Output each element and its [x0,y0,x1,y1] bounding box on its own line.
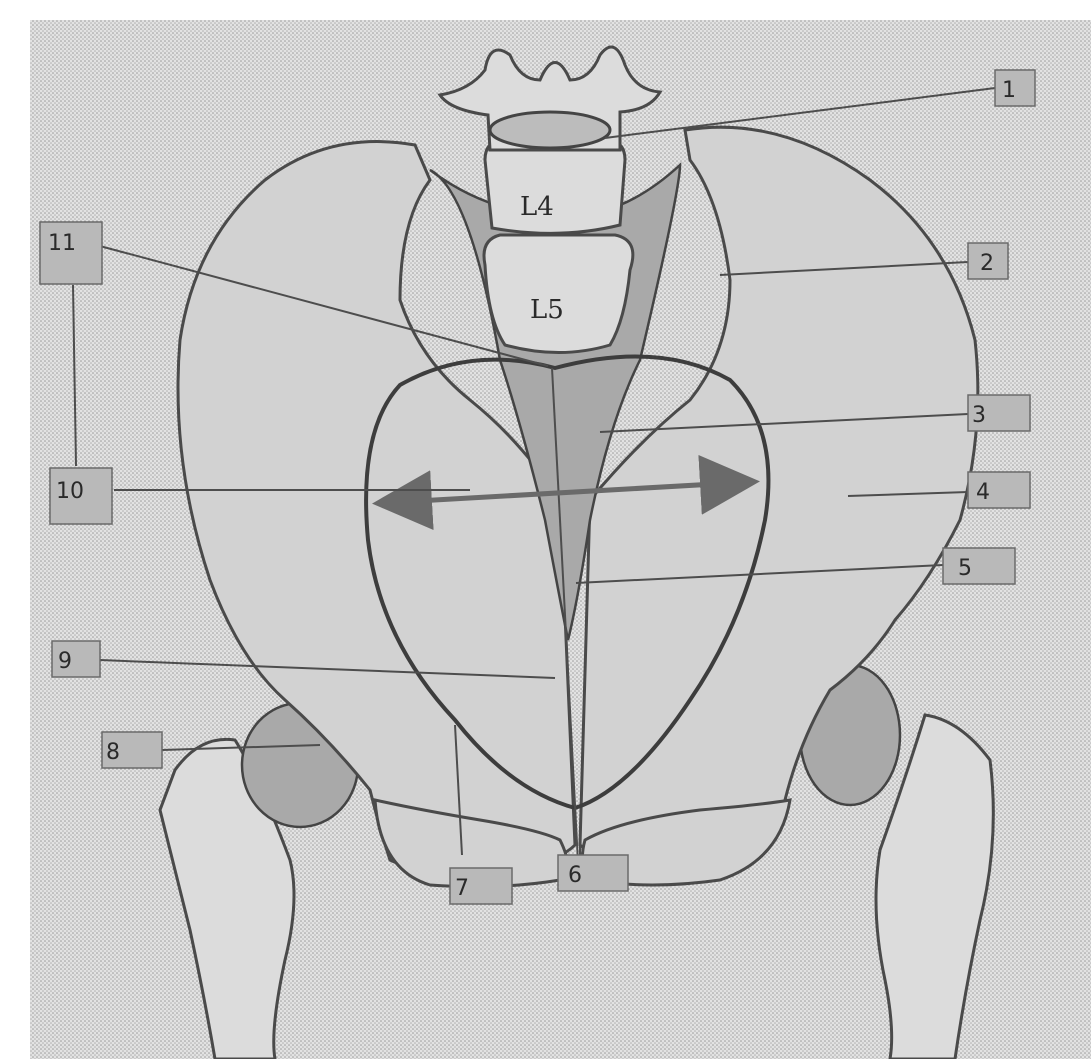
svg-text:2: 2 [980,251,994,276]
vertebral-body-top [490,112,610,148]
label-7: 7 [450,868,512,904]
svg-text:9: 9 [58,649,72,674]
l4-vertebra [485,140,625,233]
l4-label: L4 [520,192,554,222]
svg-text:3: 3 [972,403,986,428]
l5-label: L5 [530,295,564,325]
svg-text:6: 6 [568,863,582,888]
l5-vertebra [484,235,633,353]
label-6: 6 [558,855,628,891]
svg-text:8: 8 [106,740,120,765]
svg-text:10: 10 [56,479,84,504]
svg-text:7: 7 [455,876,469,901]
svg-text:11: 11 [48,231,76,256]
label-2: 2 [968,243,1008,279]
label-9: 9 [52,641,100,677]
svg-text:5: 5 [958,556,972,581]
label-10: 10 [50,468,112,524]
label-11: 11 [40,222,102,284]
label-5: 5 [943,548,1015,584]
svg-text:1: 1 [1002,78,1016,103]
label-1: 1 [995,70,1035,106]
label-4: 4 [968,472,1030,508]
label-8: 8 [102,732,162,768]
svg-text:4: 4 [976,480,990,505]
label-3: 3 [968,395,1030,431]
